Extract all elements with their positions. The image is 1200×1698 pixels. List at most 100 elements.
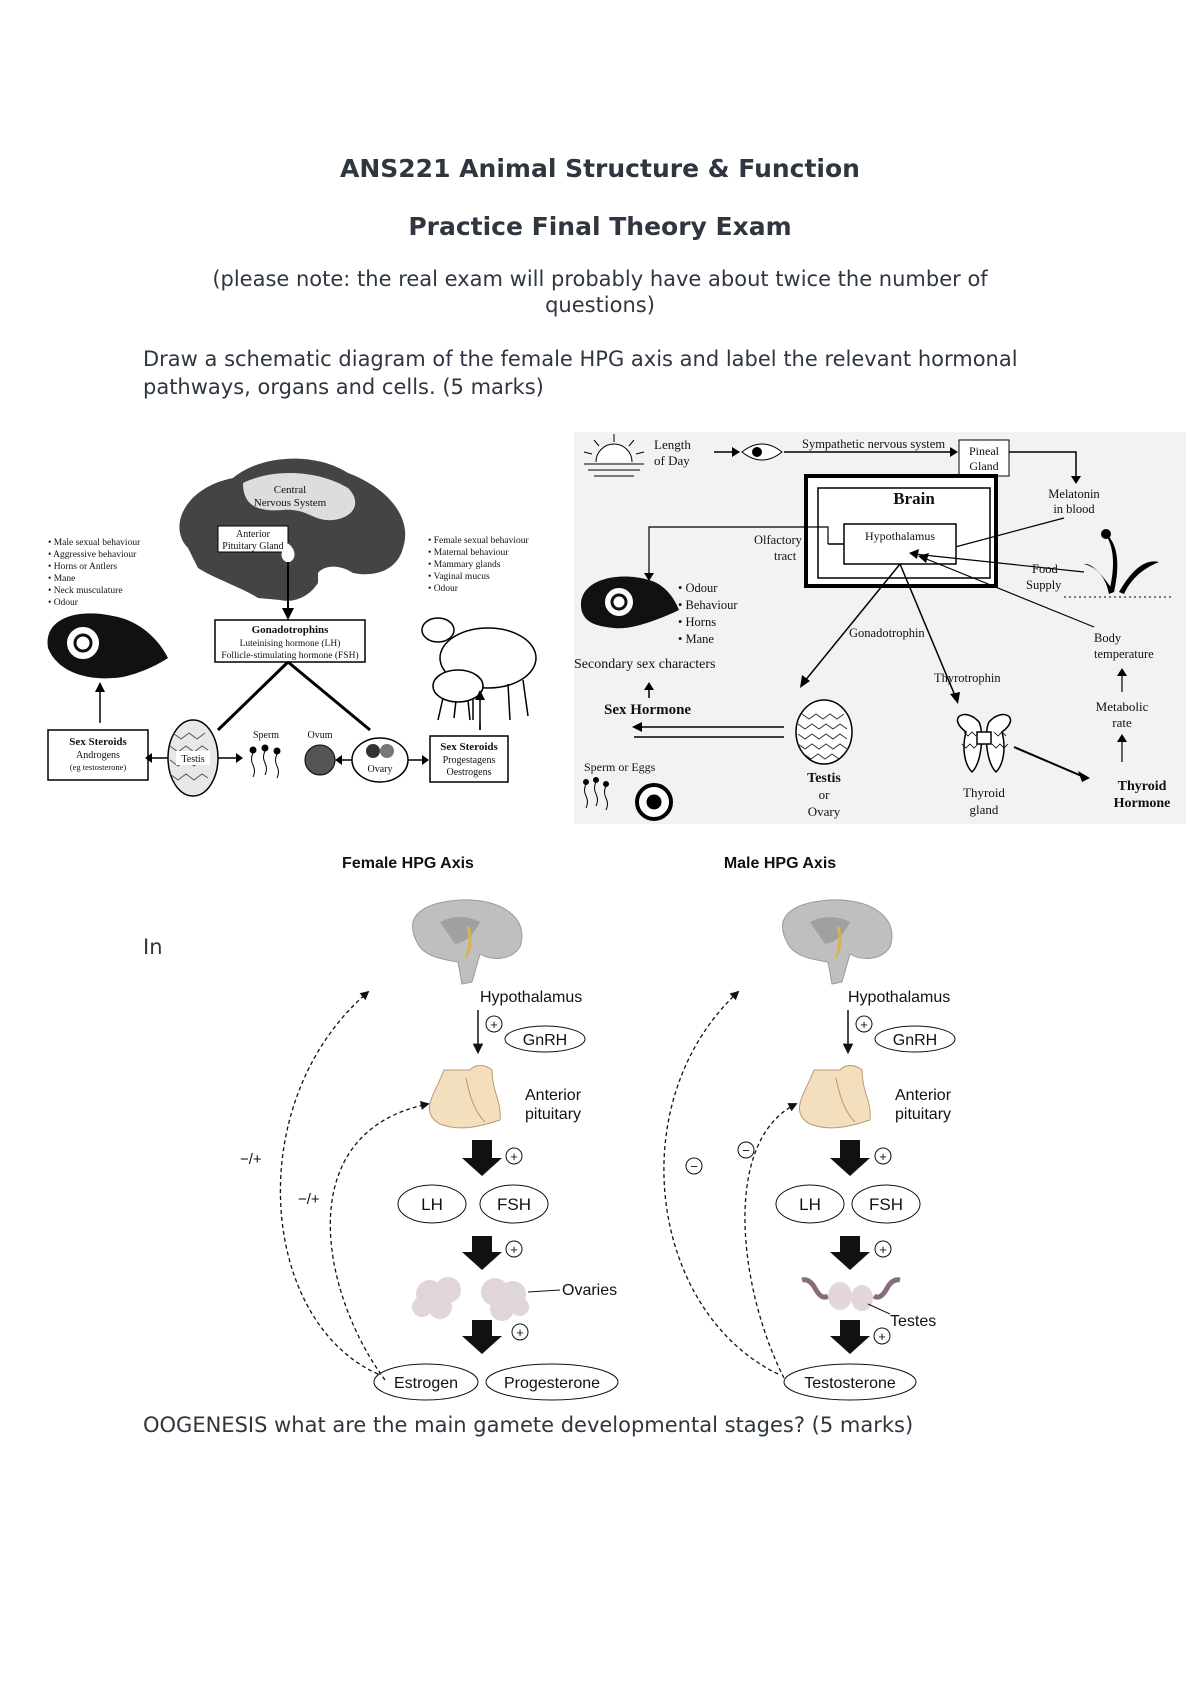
- svg-text:• Female sexual behaviour: • Female sexual behaviour: [428, 536, 530, 546]
- lh-label: LH: [421, 1195, 443, 1214]
- oestrogens-label: Oestrogens: [447, 767, 492, 778]
- svg-text:• Mane: • Mane: [678, 632, 714, 646]
- or-label: or: [819, 787, 831, 802]
- body-label: Body: [1094, 631, 1122, 645]
- thyroid-gland-label: gland: [970, 802, 999, 817]
- svg-text:• Horns: • Horns: [678, 615, 716, 629]
- svg-text:• Odour: • Odour: [48, 598, 79, 608]
- gnrh-label: GnRH: [523, 1032, 567, 1049]
- sex-steroids-female-box: [429, 735, 509, 783]
- metabolic-label: Metabolic: [1096, 699, 1149, 714]
- female-traits-list: • Female sexual behaviour • Maternal beh…: [428, 536, 530, 594]
- hypothalamus-label: Hypothalamus: [848, 989, 950, 1006]
- female-hpg-title: Female HPG Axis: [342, 855, 474, 872]
- svg-text:• Male sexual behaviour: • Male sexual behaviour: [48, 538, 141, 548]
- length-label: Length: [654, 437, 691, 452]
- male-axis: Hypothalamus + GnRH Anterior pituitary +…: [663, 899, 956, 1401]
- plus-sign: +: [879, 1149, 887, 1164]
- in-blood-label: in blood: [1053, 502, 1095, 516]
- plus-sign: +: [510, 1149, 518, 1164]
- brain-label: Brain: [893, 489, 935, 508]
- hypothalamus-label: Hypothalamus: [865, 529, 935, 543]
- progesterone-label: Progesterone: [504, 1375, 600, 1392]
- exam-note: (please note: the real exam will probabl…: [212, 267, 988, 317]
- ewe-lamb-icon: [421, 617, 537, 721]
- ovary-label: Ovary: [368, 764, 393, 775]
- sperm-label: Sperm: [253, 730, 279, 741]
- pituitary-label: pituitary: [895, 1106, 951, 1123]
- feedback-arrow-pituitary: [744, 1103, 798, 1379]
- ovary-shape: [351, 737, 409, 783]
- testes-icon: [801, 1277, 901, 1311]
- svg-text:• Mane: • Mane: [48, 574, 75, 584]
- gonad-shape: [795, 699, 853, 765]
- minus-sign: −: [742, 1143, 750, 1158]
- page-title: ANS221 Animal Structure & Function: [340, 154, 860, 183]
- tract-label: tract: [774, 549, 797, 563]
- hypothalamus-label: Hypothalamus: [480, 989, 582, 1006]
- ram-head-icon: [580, 576, 679, 629]
- secondary-traits-list: • Odour • Behaviour • Horns • Mane: [678, 581, 738, 646]
- feedback-label-2: −/+: [298, 1191, 320, 1208]
- pituitary-label: Pituitary Gland: [222, 541, 283, 552]
- male-traits-list: • Male sexual behaviour • Aggressive beh…: [48, 538, 141, 608]
- svg-text:• Aggressive behaviour: • Aggressive behaviour: [48, 550, 137, 560]
- svg-text:• Vaginal mucus: • Vaginal mucus: [428, 572, 490, 582]
- hpg-axis-diagram: Female HPG Axis Male HPG Axis Hypothalam…: [240, 855, 956, 1401]
- environmental-control-diagram: Length of Day Sympathetic nervous system…: [574, 432, 1186, 824]
- testosterone-label: Testosterone: [804, 1375, 896, 1392]
- plus-sign: +: [860, 1017, 868, 1032]
- down-arrow: [462, 1320, 502, 1354]
- down-arrow: [830, 1236, 870, 1270]
- page-subtitle: Practice Final Theory Exam: [408, 212, 792, 241]
- rate-label: rate: [1112, 715, 1132, 730]
- cns-label: Central: [274, 484, 306, 496]
- gonadotrophins-box: [214, 619, 366, 663]
- hormone-label: Hormone: [1114, 796, 1171, 811]
- estrogen-label: Estrogen: [394, 1375, 458, 1392]
- down-arrow: [462, 1236, 502, 1270]
- eye-icon: [741, 443, 783, 461]
- feedback-label-1: −/+: [240, 1151, 262, 1168]
- sex-steroids-male-label: Sex Steroids: [69, 736, 127, 748]
- svg-text:• Neck musculature: • Neck musculature: [48, 586, 123, 596]
- brain-icon: [412, 899, 523, 985]
- feedback-arrow-hypothalamus: [279, 990, 379, 1375]
- gonadotrophins-label: Gonadotrophins: [252, 624, 330, 636]
- plus-sign: +: [490, 1017, 498, 1032]
- olfactory-label: Olfactory: [754, 533, 803, 547]
- hpg-sheep-diagram: Central Nervous System Anterior Pituitar…: [18, 448, 548, 824]
- pineal-box: [958, 439, 1010, 477]
- plus-sign: +: [516, 1325, 524, 1340]
- temperature-label: temperature: [1094, 647, 1154, 661]
- sperm-icon: [249, 744, 281, 779]
- ovum-icon: [304, 744, 336, 776]
- pituitary-icon: [428, 1065, 501, 1129]
- svg-text:• Horns or Antlers: • Horns or Antlers: [48, 562, 117, 572]
- ovaries-label: Ovaries: [562, 1282, 617, 1299]
- hypothalamus-box: [843, 523, 957, 565]
- svg-text:• Behaviour: • Behaviour: [678, 598, 738, 612]
- down-arrow: [830, 1320, 870, 1354]
- cns-region: [243, 472, 356, 521]
- thyrotrophin-label: Thyrotrophin: [934, 671, 1001, 685]
- ovary-label: Ovary: [808, 804, 841, 819]
- gnrh-label: GnRH: [893, 1032, 937, 1049]
- anterior-label: Anterior: [525, 1087, 582, 1104]
- of-day-label: of Day: [654, 453, 690, 468]
- progestagens-label: Progestagens: [443, 755, 496, 766]
- lh-label: LH: [799, 1195, 821, 1214]
- plant-icon: [1064, 529, 1174, 598]
- female-axis: Hypothalamus + GnRH Anterior pituitary +…: [240, 899, 619, 1401]
- question-2: OOGENESIS what are the main gamete devel…: [143, 1413, 914, 1437]
- gonadotrophin-label: Gonadotrophin: [849, 626, 925, 640]
- pituitary-label: pituitary: [525, 1106, 581, 1123]
- lh-label: Luteinising hormone (LH): [240, 638, 341, 649]
- testis-label: Testis: [181, 754, 204, 765]
- sun-icon: [583, 434, 645, 477]
- ram-head-icon: [47, 613, 168, 679]
- testes-label: Testes: [890, 1313, 936, 1330]
- feedback-arrow-pituitary: [329, 1100, 430, 1381]
- plus-sign: +: [510, 1242, 518, 1257]
- svg-text:• Maternal behaviour: • Maternal behaviour: [428, 548, 509, 558]
